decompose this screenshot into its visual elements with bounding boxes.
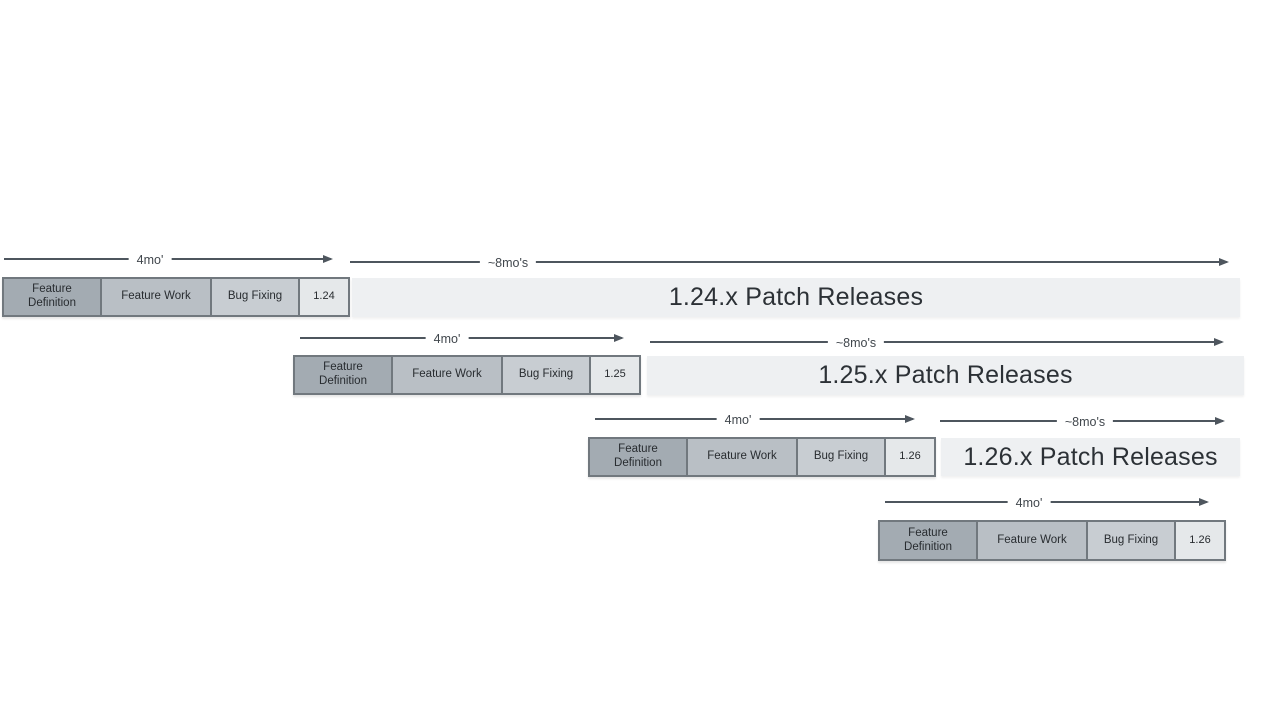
phase-bug-fixing: Bug Fixing [1086, 520, 1176, 561]
dev-cycle-duration-label: 4mo' [716, 412, 760, 429]
release-cycle-strip: Feature Definition Feature Work Bug Fixi… [293, 355, 641, 395]
phase-feature-work: Feature Work [686, 437, 798, 477]
patch-support-arrow-icon: ~8mo's [940, 414, 1223, 431]
phase-feature-definition: Feature Definition [878, 520, 978, 561]
phase-label: Bug Fixing [1103, 533, 1159, 546]
phase-label: Feature Definition [614, 443, 662, 469]
patch-support-duration-label: ~8mo's [1056, 414, 1114, 431]
phase-feature-definition: Feature Definition [2, 277, 102, 317]
patch-releases-label: 1.24.x Patch Releases [668, 283, 924, 311]
patch-support-duration-label: ~8mo's [479, 255, 537, 272]
dev-cycle-arrow-icon: 4mo' [595, 412, 913, 429]
phase-feature-work: Feature Work [391, 355, 503, 395]
phase-feature-definition: Feature Definition [293, 355, 393, 395]
patch-releases-bar: 1.25.x Patch Releases [647, 356, 1244, 395]
patch-releases-bar: 1.26.x Patch Releases [941, 438, 1240, 476]
version-label: 1.24 [313, 290, 335, 303]
phase-label: Bug Fixing [227, 290, 283, 303]
patch-releases-bar: 1.24.x Patch Releases [352, 278, 1240, 317]
phase-label: Feature Work [707, 450, 777, 463]
version-label: 1.25 [604, 368, 626, 381]
patch-support-duration-label: ~8mo's [827, 335, 885, 352]
phase-label: Feature Work [412, 368, 482, 381]
phase-label: Feature Definition [319, 361, 367, 387]
phase-bug-fixing: Bug Fixing [796, 437, 886, 477]
release-cycle-strip: Feature Definition Feature Work Bug Fixi… [2, 277, 350, 317]
release-cycle-strip: Feature Definition Feature Work Bug Fixi… [588, 437, 936, 477]
patch-support-arrow-icon: ~8mo's [350, 255, 1227, 272]
version-label: 1.26 [1189, 533, 1211, 546]
phase-feature-work: Feature Work [100, 277, 212, 317]
patch-support-arrow-icon: ~8mo's [650, 335, 1222, 352]
version-box: 1.24 [298, 277, 350, 317]
phase-label: Feature Work [121, 290, 191, 303]
patch-releases-label: 1.25.x Patch Releases [818, 361, 1073, 389]
dev-cycle-duration-label: 4mo' [1007, 495, 1051, 512]
phase-bug-fixing: Bug Fixing [501, 355, 591, 395]
phase-feature-work: Feature Work [976, 520, 1088, 561]
dev-cycle-duration-label: 4mo' [128, 252, 172, 269]
release-cycle-strip: Feature Definition Feature Work Bug Fixi… [878, 520, 1226, 561]
phase-label: Feature Work [997, 533, 1067, 546]
version-box: 1.25 [589, 355, 641, 395]
dev-cycle-arrow-icon: 4mo' [885, 495, 1207, 512]
dev-cycle-arrow-icon: 4mo' [4, 252, 331, 269]
version-box: 1.26 [884, 437, 936, 477]
version-label: 1.26 [899, 450, 921, 463]
phase-label: Feature Definition [28, 283, 76, 309]
phase-label: Bug Fixing [518, 368, 574, 381]
phase-label: Bug Fixing [813, 450, 869, 463]
dev-cycle-arrow-icon: 4mo' [300, 331, 622, 348]
phase-feature-definition: Feature Definition [588, 437, 688, 477]
patch-releases-label: 1.26.x Patch Releases [963, 442, 1218, 471]
version-box: 1.26 [1174, 520, 1226, 561]
phase-label: Feature Definition [904, 526, 952, 553]
phase-bug-fixing: Bug Fixing [210, 277, 300, 317]
dev-cycle-duration-label: 4mo' [425, 331, 469, 348]
